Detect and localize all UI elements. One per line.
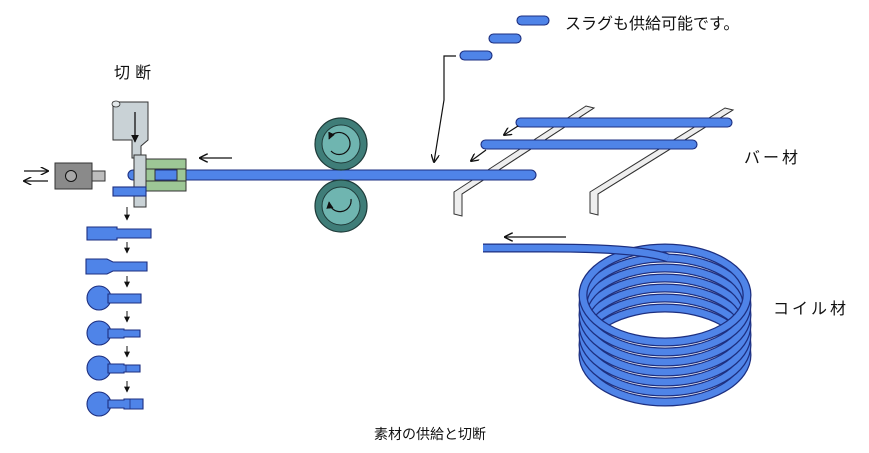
coil-material (483, 237, 752, 407)
forming-step-1 (86, 226, 152, 241)
cutting-label: 切 断 (114, 63, 151, 82)
rotation-arrow-icon (326, 198, 352, 213)
slug-3 (459, 50, 493, 61)
bar-drop-arrow-2 (471, 149, 487, 161)
rotation-arrow-icon (328, 131, 351, 156)
forming-step-3 (86, 285, 142, 311)
slug-2 (488, 33, 522, 44)
coil-material-label: コイル材 (773, 299, 849, 318)
forming-step-6 (86, 391, 144, 417)
cutting-unit (111, 100, 187, 208)
cutter-slide (133, 154, 147, 208)
slugs (434, 15, 550, 162)
main-bar-feed (127, 169, 537, 181)
bar-rack (453, 105, 735, 217)
bar-stock-top (515, 117, 733, 128)
feed-roller-bottom (314, 179, 368, 233)
stopper-rod (91, 170, 106, 182)
stopper-unit (24, 162, 106, 190)
cutting-die (145, 158, 187, 192)
cut-billet (112, 186, 147, 197)
bar-drop-arrow-1 (504, 125, 519, 135)
slug-1 (516, 15, 550, 26)
slug-drop-arrow (434, 55, 456, 162)
bar-stock-middle (480, 139, 698, 150)
forming-step-4 (86, 320, 141, 346)
slug-supply-label: スラグも供給可能です。 (565, 14, 739, 33)
cutter-blade (112, 101, 149, 159)
diagram-caption: 素材の供給と切断 (374, 427, 486, 443)
forming-step-2 (85, 258, 148, 275)
coil-rings (578, 243, 752, 407)
feed-roller-top (314, 117, 368, 171)
forming-steps (85, 207, 152, 417)
bar-material-label: バー材 (744, 148, 801, 167)
forming-step-5 (86, 355, 141, 381)
